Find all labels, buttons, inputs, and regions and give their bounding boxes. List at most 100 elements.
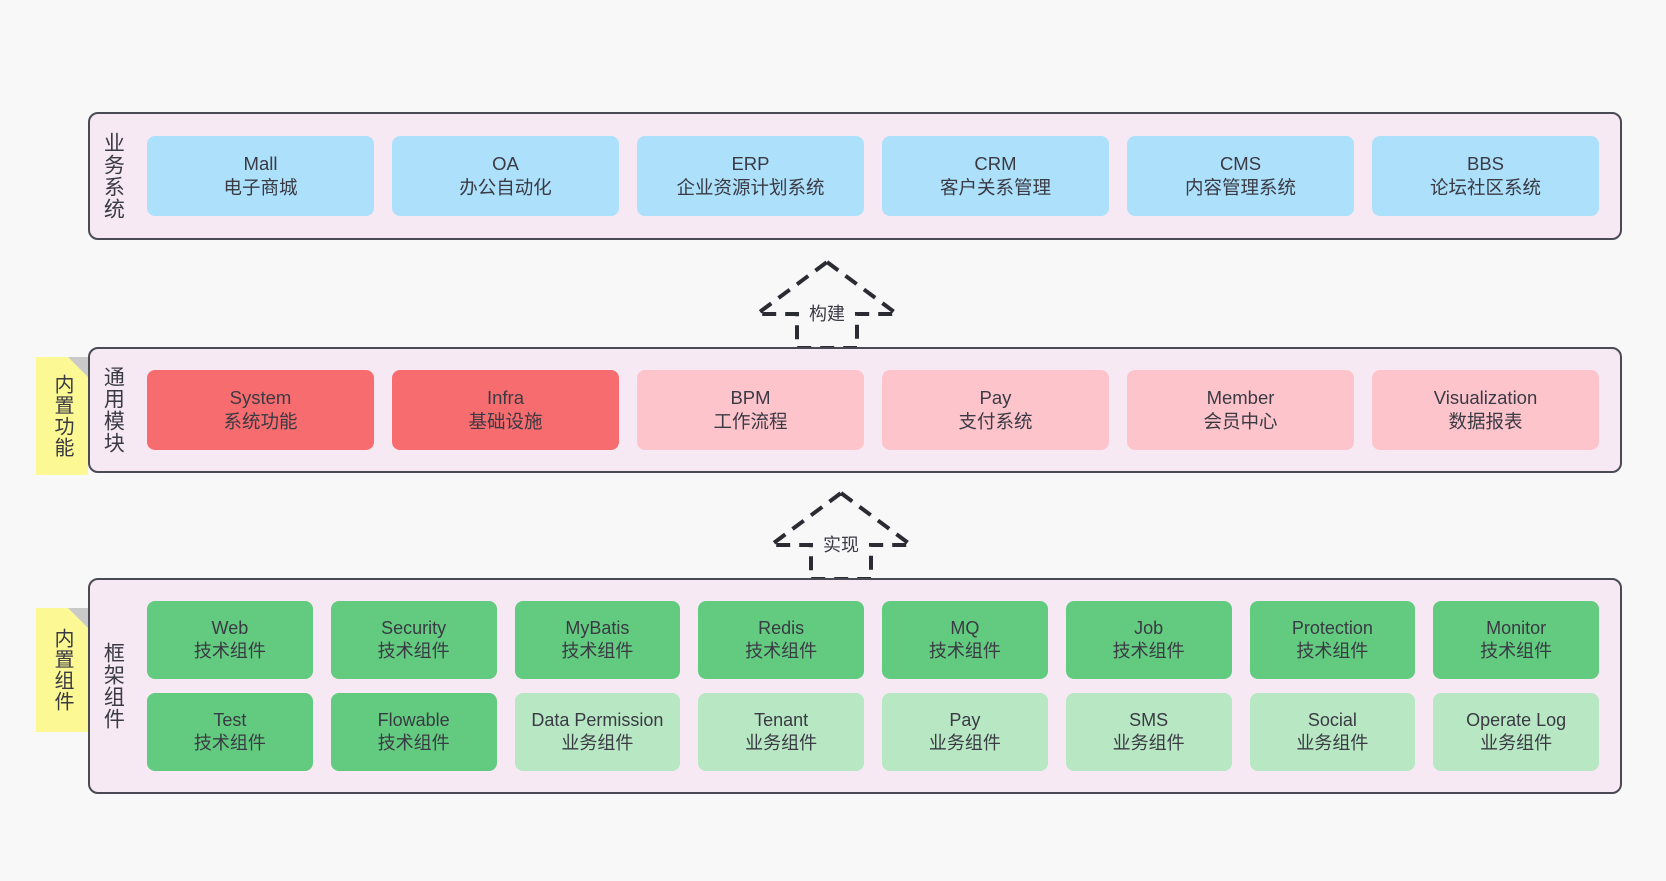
sticky-fold-icon [68, 608, 88, 628]
card-protection-desc: 技术组件 [1296, 641, 1369, 661]
card-test-desc: 技术组件 [193, 733, 266, 753]
card-flowable-name: Flowable [377, 709, 450, 730]
card-cms-desc: 内容管理系统 [1184, 177, 1296, 198]
card-bpm-name: BPM [730, 386, 771, 408]
card-member-desc: 会员中心 [1203, 411, 1278, 432]
card-tenant[interactable]: Tenant 业务组件 [698, 693, 864, 771]
card-system-desc: 系统功能 [223, 411, 298, 432]
card-pay-module-name: Pay [979, 386, 1012, 408]
card-sms-desc: 业务组件 [1112, 733, 1185, 753]
card-mall[interactable]: Mall 电子商城 [147, 136, 374, 216]
card-crm-desc: 客户关系管理 [939, 177, 1051, 198]
card-mybatis[interactable]: MyBatis 技术组件 [514, 601, 681, 679]
card-erp[interactable]: ERP 企业资源计划系统 [637, 136, 864, 216]
card-monitor-name: Monitor [1486, 617, 1547, 638]
card-test[interactable]: Test 技术组件 [147, 693, 313, 771]
sticky-note-builtin-components-label: 内置组件 [51, 628, 73, 712]
card-sms-name: SMS [1129, 709, 1169, 730]
card-oa[interactable]: OA 办公自动化 [392, 136, 619, 216]
layer-framework-components-title: 框架组件 [101, 642, 125, 730]
card-mall-name: Mall [243, 152, 278, 174]
card-tenant-desc: 业务组件 [745, 733, 818, 753]
card-security[interactable]: Security 技术组件 [330, 601, 497, 679]
card-data-permission[interactable]: Data Permission 业务组件 [514, 693, 681, 771]
layer-common-modules: 通用模块 System 系统功能 Infra 基础设施 BPM 工作流程 Pay… [88, 347, 1622, 473]
connector-implement: 实现 [764, 489, 918, 581]
card-operate-log[interactable]: Operate Log 业务组件 [1433, 693, 1599, 771]
card-web-desc: 技术组件 [193, 641, 266, 661]
card-redis-desc: 技术组件 [745, 641, 818, 661]
card-flowable[interactable]: Flowable 技术组件 [330, 693, 497, 771]
card-web[interactable]: Web 技术组件 [147, 601, 313, 679]
card-pay-component-desc: 业务组件 [928, 733, 1001, 753]
card-bbs-desc: 论坛社区系统 [1429, 177, 1541, 198]
card-security-desc: 技术组件 [377, 641, 450, 661]
card-bbs-name: BBS [1466, 152, 1505, 174]
card-mybatis-name: MyBatis [565, 617, 630, 638]
layer-framework-components: 框架组件 Web 技术组件 Security 技术组件 MyBatis 技术组件… [88, 578, 1622, 794]
card-erp-name: ERP [731, 152, 770, 174]
card-bpm-desc: 工作流程 [713, 411, 788, 432]
card-job-name: Job [1134, 617, 1164, 638]
card-social-name: Social [1307, 709, 1357, 730]
card-bpm[interactable]: BPM 工作流程 [637, 370, 864, 450]
card-job[interactable]: Job 技术组件 [1065, 601, 1232, 679]
card-mq-name: MQ [950, 617, 980, 638]
card-redis[interactable]: Redis 技术组件 [698, 601, 864, 679]
card-mybatis-desc: 技术组件 [561, 641, 634, 661]
card-pay-module[interactable]: Pay 支付系统 [882, 370, 1109, 450]
sticky-note-builtin-features-label: 内置功能 [51, 374, 73, 458]
card-visualization-desc: 数据报表 [1448, 411, 1523, 432]
card-member-name: Member [1206, 386, 1275, 408]
sticky-note-builtin-components: 内置组件 [36, 608, 88, 732]
layer-common-modules-title: 通用模块 [101, 366, 125, 454]
card-erp-desc: 企业资源计划系统 [676, 177, 825, 198]
card-crm[interactable]: CRM 客户关系管理 [882, 136, 1109, 216]
card-data-permission-name: Data Permission [531, 709, 664, 730]
card-job-desc: 技术组件 [1112, 641, 1185, 661]
connector-build-label: 构建 [807, 300, 847, 326]
connector-build: 构建 [750, 258, 904, 350]
card-protection-name: Protection [1291, 617, 1373, 638]
layer-business-systems-title: 业务系统 [101, 132, 125, 220]
layer-business-systems: 业务系统 Mall 电子商城 OA 办公自动化 ERP 企业资源计划系统 CRM… [88, 112, 1622, 240]
card-cms-name: CMS [1219, 152, 1262, 174]
card-protection[interactable]: Protection 技术组件 [1249, 601, 1416, 679]
card-operate-log-desc: 业务组件 [1480, 733, 1553, 753]
card-operate-log-name: Operate Log [1466, 709, 1567, 730]
card-mq[interactable]: MQ 技术组件 [882, 601, 1048, 679]
card-infra-desc: 基础设施 [468, 411, 543, 432]
layer-common-modules-cards: System 系统功能 Infra 基础设施 BPM 工作流程 Pay 支付系统… [134, 349, 1620, 471]
card-social-desc: 业务组件 [1296, 733, 1369, 753]
card-monitor[interactable]: Monitor 技术组件 [1433, 601, 1599, 679]
card-social[interactable]: Social 业务组件 [1249, 693, 1416, 771]
card-pay-module-desc: 支付系统 [958, 411, 1033, 432]
card-cms[interactable]: CMS 内容管理系统 [1127, 136, 1354, 216]
card-visualization-name: Visualization [1433, 386, 1538, 408]
card-visualization[interactable]: Visualization 数据报表 [1372, 370, 1599, 450]
card-member[interactable]: Member 会员中心 [1127, 370, 1354, 450]
layer-business-systems-cards: Mall 电子商城 OA 办公自动化 ERP 企业资源计划系统 CRM 客户关系… [134, 114, 1620, 238]
card-system-name: System [229, 386, 292, 408]
framework-row-business: Test 技术组件 Flowable 技术组件 Data Permission … [138, 693, 1608, 771]
layer-framework-components-cards: Web 技术组件 Security 技术组件 MyBatis 技术组件 Redi… [134, 580, 1620, 792]
card-infra[interactable]: Infra 基础设施 [392, 370, 619, 450]
card-pay-component-name: Pay [949, 709, 981, 730]
card-sms[interactable]: SMS 业务组件 [1065, 693, 1232, 771]
card-mq-desc: 技术组件 [928, 641, 1001, 661]
card-monitor-desc: 技术组件 [1480, 641, 1553, 661]
card-bbs[interactable]: BBS 论坛社区系统 [1372, 136, 1599, 216]
card-web-name: Web [211, 617, 249, 638]
card-infra-name: Infra [486, 386, 525, 408]
card-pay-component[interactable]: Pay 业务组件 [882, 693, 1048, 771]
card-flowable-desc: 技术组件 [377, 733, 450, 753]
sticky-fold-icon [68, 357, 88, 377]
card-redis-name: Redis [758, 617, 805, 638]
card-system[interactable]: System 系统功能 [147, 370, 374, 450]
card-test-name: Test [213, 709, 247, 730]
card-data-permission-desc: 业务组件 [561, 733, 634, 753]
card-crm-name: CRM [974, 152, 1017, 174]
connector-implement-label: 实现 [821, 531, 861, 557]
card-oa-name: OA [492, 152, 519, 174]
